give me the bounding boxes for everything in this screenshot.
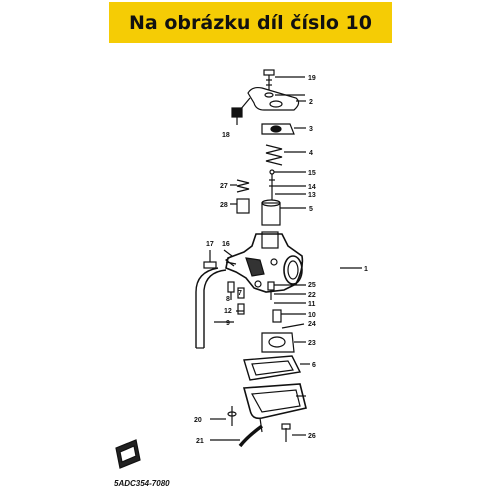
label-13: 13 <box>308 192 316 199</box>
part-12 <box>236 303 245 315</box>
part-7 <box>237 287 245 299</box>
screw-26 <box>281 423 306 442</box>
label-26: 26 <box>308 433 316 440</box>
label-17: 17 <box>206 241 214 248</box>
label-2: 2 <box>309 99 313 106</box>
label-20: 20 <box>194 417 202 424</box>
needle-parts <box>269 169 306 200</box>
label-7: 7 <box>238 290 242 297</box>
label-22: 22 <box>308 292 316 299</box>
float-bowl <box>242 383 307 433</box>
part-labels: 1 2 3 4 5 6 7 8 9 10 11 12 13 14 15 16 1… <box>194 75 368 445</box>
part-25-22-11 <box>267 281 306 304</box>
label-8: 8 <box>226 296 230 303</box>
diagram-code: 5ADC354-7080 <box>114 479 170 488</box>
label-5: 5 <box>309 206 313 213</box>
jet-10 <box>272 309 306 323</box>
label-3: 3 <box>309 126 313 133</box>
throttle-slide-5 <box>261 199 306 226</box>
part-8 <box>227 281 235 300</box>
float-23 <box>261 332 306 353</box>
gasket-6 <box>243 355 310 381</box>
title-banner: Na obrázku díl číslo 10 <box>109 2 392 43</box>
label-12: 12 <box>224 308 232 315</box>
label-6: 6 <box>312 362 316 369</box>
label-10: 10 <box>308 312 316 319</box>
screw-16 <box>223 249 235 267</box>
label-25: 25 <box>308 282 316 289</box>
screw-17 <box>203 250 217 269</box>
label-27: 27 <box>220 183 228 190</box>
label-18: 18 <box>222 132 230 139</box>
bolt-18 <box>231 107 243 125</box>
hose-9 <box>195 267 234 349</box>
plate-3 <box>261 123 306 135</box>
label-21: 21 <box>196 438 204 445</box>
label-14: 14 <box>308 184 316 191</box>
drain-tube-21 <box>210 424 264 448</box>
pin-24 <box>281 323 305 329</box>
label-1: 1 <box>364 266 368 273</box>
banner-text: Na obrázku díl číslo 10 <box>129 11 372 34</box>
spring-4 <box>265 144 306 166</box>
label-23: 23 <box>308 340 316 347</box>
part-28 <box>230 198 250 214</box>
label-24: 24 <box>308 321 316 328</box>
label-28: 28 <box>220 202 228 209</box>
label-16: 16 <box>222 241 230 248</box>
screw-19 <box>263 69 305 98</box>
drain-screw-20 <box>210 406 237 426</box>
label-15: 15 <box>308 170 316 177</box>
label-9: 9 <box>226 320 230 327</box>
spring-27 <box>230 179 250 193</box>
carburetor-body <box>225 231 304 293</box>
reference-icon <box>115 439 141 469</box>
cap-2 <box>239 86 306 111</box>
label-4: 4 <box>309 150 313 157</box>
label-11: 11 <box>308 301 316 308</box>
label-19: 19 <box>308 75 316 82</box>
